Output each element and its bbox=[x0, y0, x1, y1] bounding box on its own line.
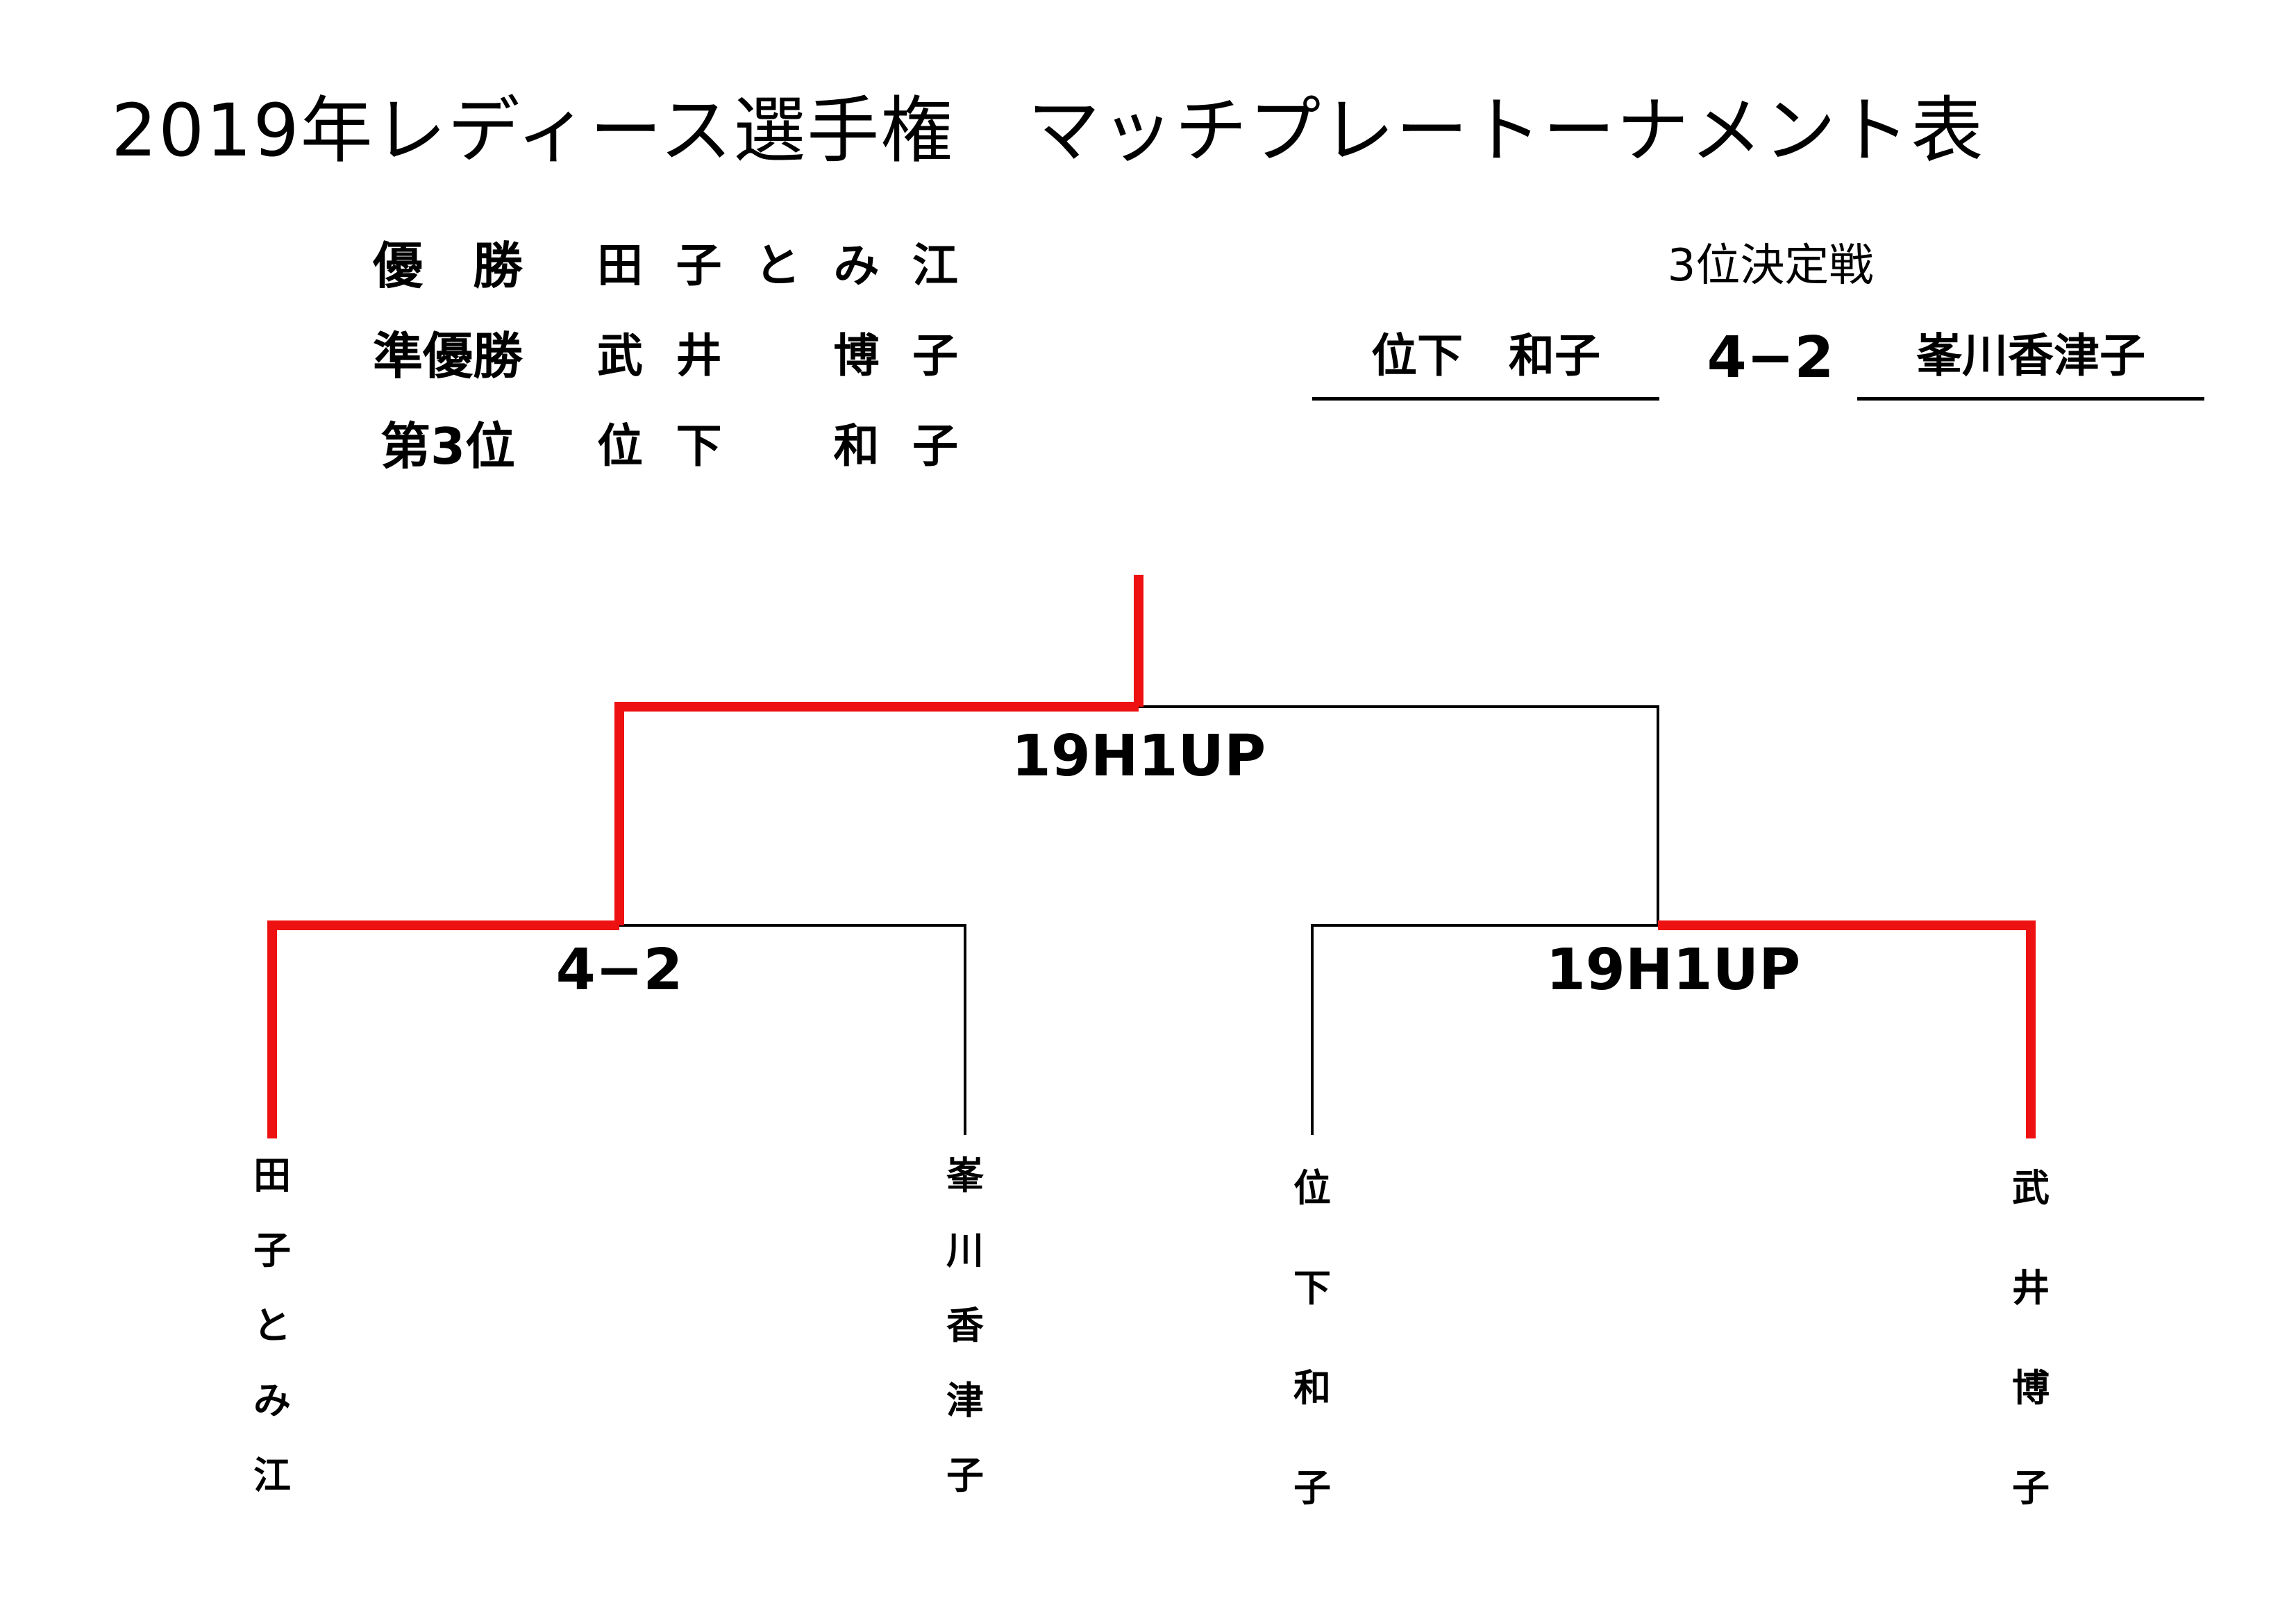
third-place-underline-right bbox=[1857, 397, 2204, 401]
player-2-char: 香 bbox=[946, 1304, 984, 1347]
player-1-char: 江 bbox=[253, 1454, 291, 1497]
bracket-line-semi-left-left bbox=[267, 920, 619, 1138]
final-score: 19H1UP bbox=[1011, 723, 1266, 789]
bracket-line-semi-right-left bbox=[1311, 924, 1658, 1135]
bracket-line-final-right bbox=[1139, 705, 1659, 927]
player-3-char: 和 bbox=[1293, 1366, 1331, 1410]
bracket-line-final-left bbox=[614, 702, 1139, 925]
player-2-char: 川 bbox=[946, 1229, 984, 1272]
runner-up-name: 武井 博子 bbox=[597, 329, 958, 382]
player-4-char: 博 bbox=[2012, 1366, 2050, 1410]
player-1-char: と bbox=[253, 1304, 291, 1347]
player-4-char: 武 bbox=[2012, 1166, 2050, 1210]
third-place-player-right: 峯川香津子 bbox=[1916, 329, 2145, 382]
third-place-underline-left bbox=[1312, 397, 1659, 401]
page-title: 2019年レディース選手権 マッチプレートーナメント表 bbox=[111, 88, 1985, 173]
third-place-player-left: 位下 和子 bbox=[1371, 329, 1600, 382]
player-4-char: 井 bbox=[2012, 1266, 2050, 1310]
player-4-name: 武 井 博 子 bbox=[1989, 1138, 2072, 1538]
player-3-char: 子 bbox=[1293, 1466, 1331, 1510]
player-4-char: 子 bbox=[2012, 1466, 2050, 1510]
player-2-char: 津 bbox=[946, 1379, 984, 1422]
semi-right-score: 19H1UP bbox=[1545, 937, 1801, 1003]
player-2-char: 子 bbox=[946, 1454, 984, 1497]
third-place-heading: 3位決定戦 bbox=[1667, 240, 1874, 292]
player-2-char: 峯 bbox=[946, 1154, 984, 1197]
player-1-char: み bbox=[253, 1379, 291, 1422]
third-name: 位下 和子 bbox=[597, 419, 958, 473]
third-place-score: 4−2 bbox=[1707, 325, 1834, 391]
winner-label: 優 勝 bbox=[372, 237, 523, 295]
bracket-line-semi-right-right bbox=[1658, 920, 2036, 1138]
runner-up-label: 準優勝 bbox=[372, 327, 523, 385]
player-2-name: 峯 川 香 津 子 bbox=[923, 1138, 1007, 1513]
player-1-name: 田 子 と み 江 bbox=[231, 1138, 314, 1513]
player-3-char: 位 bbox=[1293, 1166, 1331, 1210]
bracket-winner-lines bbox=[267, 575, 2036, 1138]
bracket-line-semi-left-right bbox=[619, 924, 966, 1135]
player-1-char: 田 bbox=[253, 1154, 291, 1197]
player-1-char: 子 bbox=[253, 1229, 291, 1272]
bracket-loser-lines bbox=[619, 705, 1659, 1135]
semi-left-score: 4−2 bbox=[555, 937, 683, 1003]
third-label: 第3位 bbox=[380, 417, 516, 476]
winner-name: 田子とみ江 bbox=[597, 239, 958, 292]
player-3-char: 下 bbox=[1293, 1266, 1331, 1310]
player-3-name: 位 下 和 子 bbox=[1271, 1138, 1354, 1538]
